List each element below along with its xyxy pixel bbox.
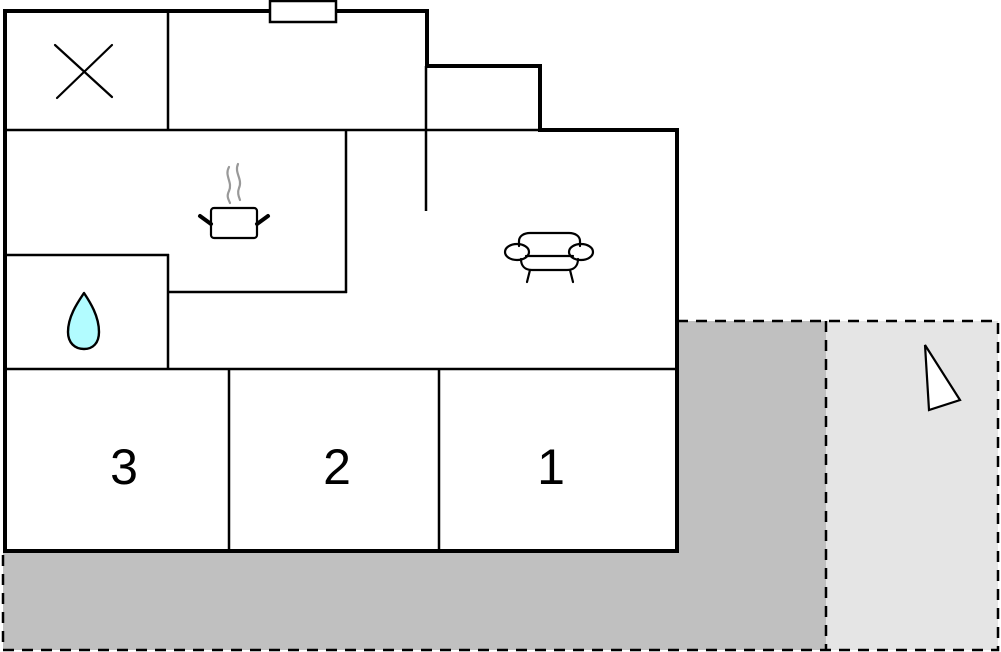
room-label-3: 3 [110,439,138,495]
north-arrow-icon [923,344,962,412]
room-label-1: 1 [537,439,565,495]
terrace-outline [1,319,1000,652]
terrace-area [1,319,1000,652]
house-floor [5,11,677,551]
cooking-pot-icon [198,162,270,240]
wc-cross-icon [53,43,114,100]
interior-walls [5,11,677,551]
terrace-open [826,321,998,650]
room-label-2: 2 [323,439,351,495]
sofa-icon [503,231,595,284]
top-window [268,0,338,24]
water-drop-icon [66,291,101,351]
terrace-covered [3,321,826,650]
exterior-wall [3,9,679,553]
